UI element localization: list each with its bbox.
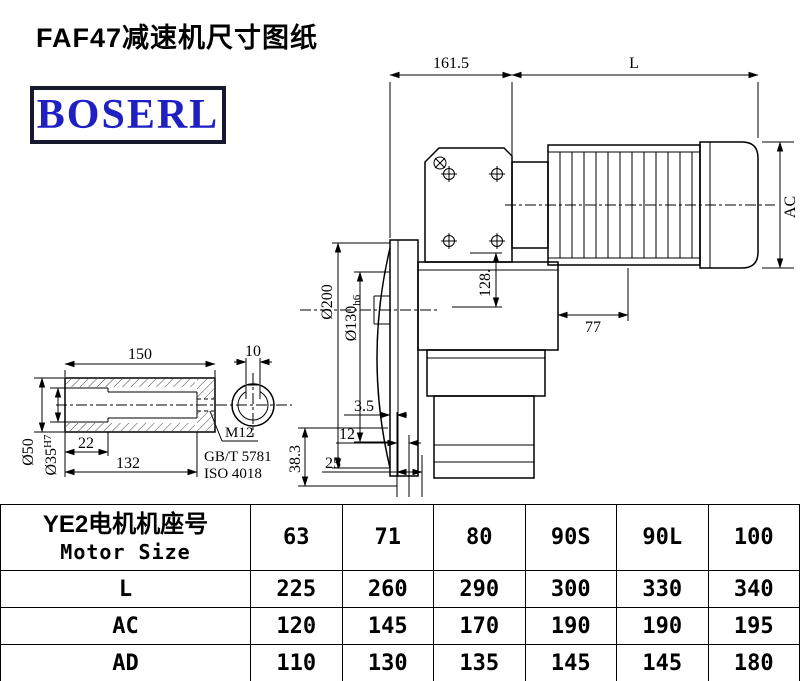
- vent-plug-symbol: [433, 156, 447, 170]
- motor-size-table: YE2电机机座号 Motor Size 63 71 80 90S 90L 100…: [0, 504, 800, 681]
- shaft-section-view: 10: [231, 343, 275, 437]
- dim-130h6-label: Ø130h6: [343, 294, 363, 341]
- row-label-AD: AD: [0, 644, 251, 681]
- dim-150-label: 150: [128, 346, 152, 363]
- value-L-90s: 300: [524, 570, 617, 608]
- dimension-bottom: 3.5 12 25 38.3: [287, 398, 423, 497]
- value-AD-71: 130: [341, 644, 434, 681]
- dim-50-label: Ø50: [20, 438, 37, 466]
- value-AC-90l: 190: [616, 607, 709, 645]
- dimension-ac: AC: [762, 141, 799, 269]
- table-header-cn: YE2电机机座号: [42, 511, 209, 539]
- value-AD-100: 180: [707, 644, 800, 681]
- dim-128-label: 128.: [477, 269, 494, 297]
- row-label-AC: AC: [0, 607, 251, 645]
- brand-logo: BOSERL: [30, 86, 226, 144]
- table-row-L: L 225 260 290 300 330 340: [0, 570, 800, 608]
- table-header-row: YE2电机机座号 Motor Size 63 71 80 90S 90L 100: [0, 504, 800, 571]
- dimension-77: 77: [557, 268, 629, 336]
- dimension-flange-od: Ø200: [319, 242, 390, 469]
- value-AC-80: 170: [433, 607, 526, 645]
- value-AC-90s: 190: [524, 607, 617, 645]
- motor-size-71: 71: [341, 504, 434, 571]
- dim-77-label: 77: [585, 319, 601, 336]
- dim-200-label: Ø200: [319, 284, 336, 320]
- dim-3-5-label: 3.5: [354, 398, 374, 415]
- dim-12-label: 12: [339, 426, 355, 443]
- value-L-71: 260: [341, 570, 434, 608]
- thread-standard-gb: GB/T 5781: [204, 449, 272, 465]
- motor-size-100: 100: [707, 504, 800, 571]
- dim-38-3-label: 38.3: [287, 445, 304, 473]
- motor-outline: [505, 141, 775, 269]
- dim-132-label: 132: [116, 455, 140, 472]
- thread-standard-iso: ISO 4018: [204, 466, 262, 482]
- value-AC-100: 195: [707, 607, 800, 645]
- dim-35h7-label: Ø35H7: [42, 434, 60, 476]
- value-L-90l: 330: [616, 570, 709, 608]
- motor-size-80: 80: [433, 504, 526, 571]
- value-L-100: 340: [707, 570, 800, 608]
- table-row-AD: AD 110 130 135 145 145 180: [0, 644, 800, 681]
- dim-10-label: 10: [245, 343, 261, 360]
- motor-size-90l: 90L: [616, 504, 709, 571]
- gearbox-drawing: 161.5 L AC: [20, 55, 799, 497]
- value-AD-90s: 145: [524, 644, 617, 681]
- value-AC-63: 120: [250, 607, 343, 645]
- dimension-spigot: Ø130h6: [343, 271, 390, 443]
- dim-161-5-label: 161.5: [433, 55, 469, 72]
- value-L-80: 290: [433, 570, 526, 608]
- value-AD-63: 110: [250, 644, 343, 681]
- dimension-128: 128.: [452, 252, 502, 308]
- table-header-cell: YE2电机机座号 Motor Size: [0, 504, 251, 571]
- motor-size-63: 63: [250, 504, 343, 571]
- table-row-AC: AC 120 145 170 190 190 195: [0, 607, 800, 645]
- value-AD-80: 135: [433, 644, 526, 681]
- row-label-L: L: [0, 570, 251, 608]
- table-header-en: Motor Size: [60, 539, 191, 564]
- dimension-top: 161.5 L: [389, 55, 759, 238]
- value-AC-71: 145: [341, 607, 434, 645]
- page-title: FAF47减速机尺寸图纸: [36, 23, 319, 53]
- motor-size-90s: 90S: [524, 504, 617, 571]
- dim-ac-label: AC: [782, 196, 799, 218]
- thread-callout-m12: M12: [225, 425, 253, 441]
- dim-L-label: L: [629, 55, 639, 72]
- brand-logo-text: BOSERL: [36, 92, 220, 138]
- value-L-63: 225: [250, 570, 343, 608]
- bell-housing: [424, 147, 513, 263]
- value-AD-90l: 145: [616, 644, 709, 681]
- output-flange: [300, 239, 438, 477]
- dim-22-label: 22: [78, 435, 94, 452]
- dim-25-label: 25: [325, 455, 341, 472]
- hollow-shaft-detail: 150 Ø50 Ø35H7: [20, 346, 292, 482]
